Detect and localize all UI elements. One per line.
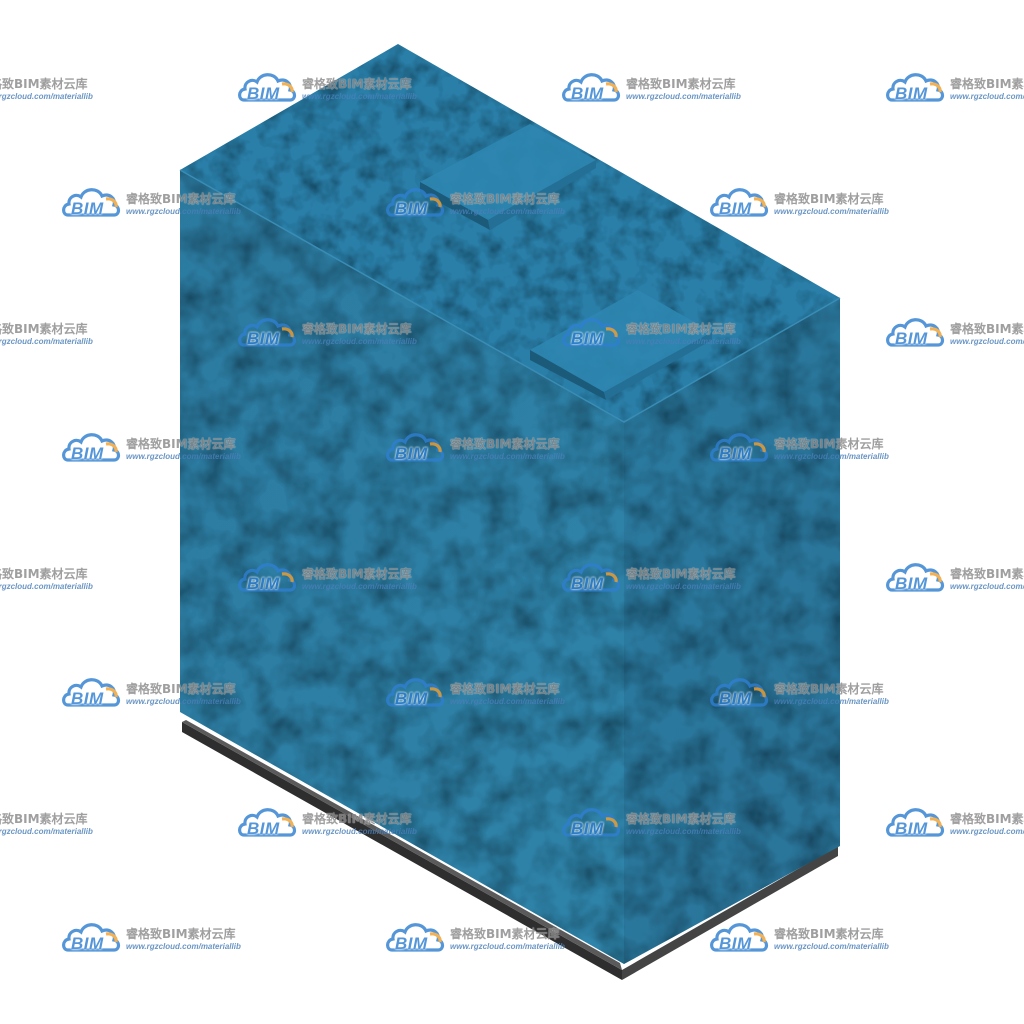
box-front-face xyxy=(180,170,624,964)
top-hatch-2 xyxy=(530,290,712,400)
box-side-face xyxy=(624,298,840,964)
base-plinth xyxy=(182,720,838,980)
